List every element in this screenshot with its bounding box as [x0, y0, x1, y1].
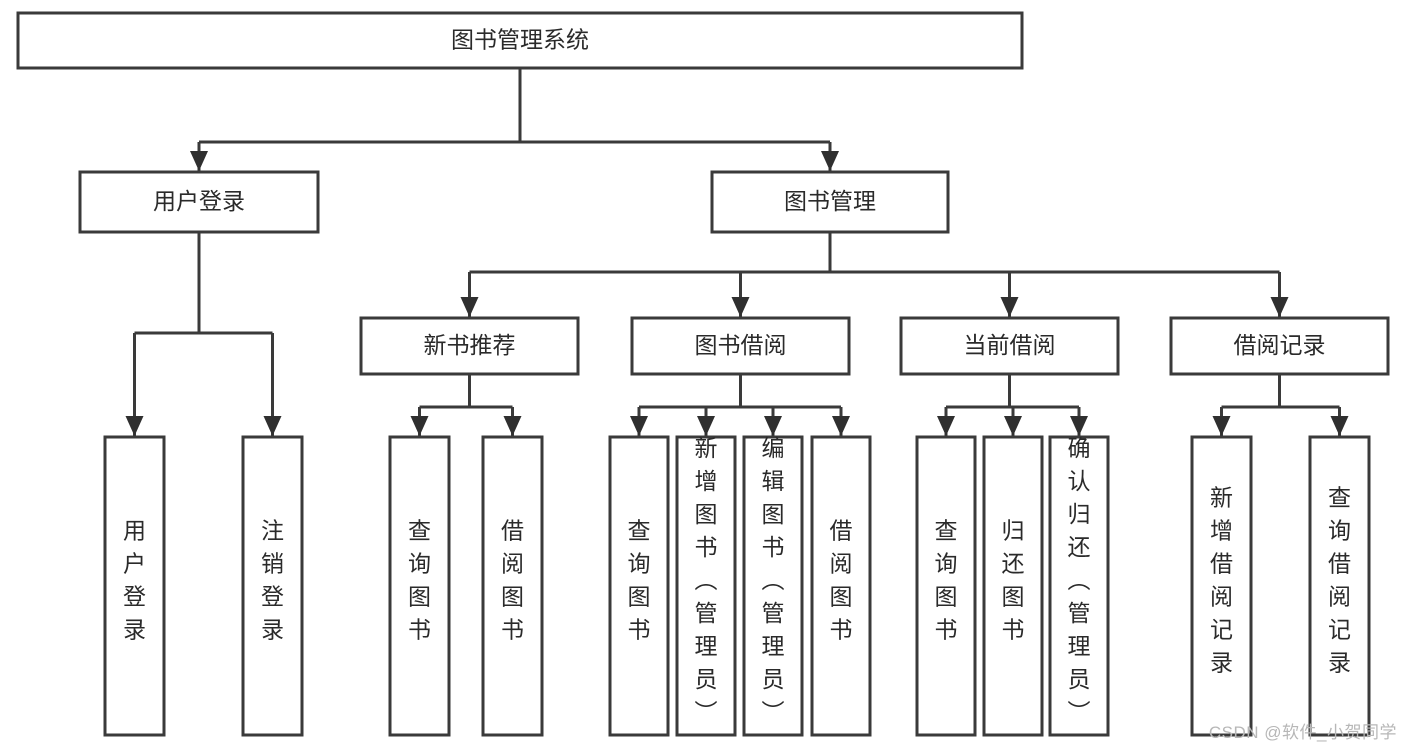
node-leaf-6[interactable]: 编辑图书︵管理员︶ — [742, 435, 804, 737]
node-leaf-11-label: 新增借阅记录 — [1210, 485, 1233, 676]
node-l2-1-rect[interactable] — [710, 170, 950, 234]
node-l3-3[interactable]: 借阅记录 — [1169, 316, 1390, 376]
arrow-head-icon — [764, 416, 782, 436]
node-leaf-10-rect[interactable] — [1048, 435, 1110, 737]
node-boxes: 图书管理系统用户登录图书管理新书推荐图书借阅当前借阅借阅记录用户登录注销登录查询… — [16, 11, 1390, 737]
node-leaf-12-label: 查询借阅记录 — [1328, 485, 1351, 676]
node-leaf-3-rect[interactable] — [481, 435, 544, 737]
node-leaf-2-label: 查询图书 — [408, 518, 431, 643]
arrow-head-icon — [190, 151, 208, 171]
arrow-head-icon — [731, 297, 750, 317]
arrow-head-icon — [832, 416, 850, 436]
arrow-head-icon — [125, 416, 144, 436]
node-l3-1-rect[interactable] — [630, 316, 851, 376]
node-leaf-6-label: 编辑图书︵管理员︶ — [762, 435, 785, 725]
arrow-head-icon — [1270, 297, 1289, 317]
node-leaf-12-rect[interactable] — [1308, 435, 1371, 737]
node-leaf-0[interactable]: 用户登录 — [103, 435, 166, 737]
arrow-head-icon — [937, 416, 955, 436]
node-leaf-10-label: 确认归还︵管理员︶ — [1068, 435, 1091, 725]
node-leaf-12[interactable]: 查询借阅记录 — [1308, 435, 1371, 737]
arrow-head-icon — [1000, 297, 1019, 317]
node-leaf-5-label: 新增图书︵管理员︶ — [695, 435, 718, 725]
node-leaf-9-label: 归还图书 — [1002, 518, 1025, 643]
node-l2-0-rect[interactable] — [78, 170, 320, 234]
arrow-head-icon — [1070, 416, 1088, 436]
arrow-head-icon — [410, 416, 429, 436]
node-l3-2[interactable]: 当前借阅 — [899, 316, 1120, 376]
node-l3-0[interactable]: 新书推荐 — [359, 316, 580, 376]
node-leaf-5[interactable]: 新增图书︵管理员︶ — [675, 435, 737, 737]
node-root-label: 图书管理系统 — [451, 27, 589, 53]
arrow-head-icon — [821, 151, 839, 171]
node-l3-1-label: 图书借阅 — [695, 332, 787, 358]
node-leaf-9-rect[interactable] — [982, 435, 1044, 737]
node-l3-0-rect[interactable] — [359, 316, 580, 376]
node-leaf-7-rect[interactable] — [810, 435, 872, 737]
node-l3-2-label: 当前借阅 — [964, 332, 1056, 358]
node-leaf-3[interactable]: 借阅图书 — [481, 435, 544, 737]
node-l2-0[interactable]: 用户登录 — [78, 170, 320, 234]
node-leaf-4-rect[interactable] — [608, 435, 670, 737]
node-l2-1-label: 图书管理 — [784, 188, 876, 214]
arrow-head-icon — [1004, 416, 1022, 436]
node-leaf-1[interactable]: 注销登录 — [241, 435, 304, 737]
node-leaf-2[interactable]: 查询图书 — [388, 435, 451, 737]
node-leaf-8-rect[interactable] — [915, 435, 977, 737]
node-leaf-6-rect[interactable] — [742, 435, 804, 737]
node-leaf-9[interactable]: 归还图书 — [982, 435, 1044, 737]
node-leaf-2-rect[interactable] — [388, 435, 451, 737]
node-leaf-8-label: 查询图书 — [935, 518, 958, 643]
arrow-head-icon — [1212, 416, 1231, 436]
node-leaf-4-label: 查询图书 — [628, 518, 651, 643]
node-l3-3-rect[interactable] — [1169, 316, 1390, 376]
node-root[interactable]: 图书管理系统 — [16, 11, 1024, 70]
node-l3-1[interactable]: 图书借阅 — [630, 316, 851, 376]
node-root-rect[interactable] — [16, 11, 1024, 70]
node-leaf-7[interactable]: 借阅图书 — [810, 435, 872, 737]
arrow-head-icon — [1330, 416, 1349, 436]
node-l2-1[interactable]: 图书管理 — [710, 170, 950, 234]
arrow-head-icon — [460, 297, 479, 317]
arrow-head-icon — [630, 416, 648, 436]
node-leaf-3-label: 借阅图书 — [501, 518, 524, 643]
arrow-head-icon — [263, 416, 282, 436]
node-l3-0-label: 新书推荐 — [424, 332, 516, 358]
node-leaf-4[interactable]: 查询图书 — [608, 435, 670, 737]
node-leaf-11-rect[interactable] — [1190, 435, 1253, 737]
node-leaf-0-label: 用户登录 — [123, 518, 146, 643]
node-leaf-11[interactable]: 新增借阅记录 — [1190, 435, 1253, 737]
node-leaf-1-label: 注销登录 — [261, 518, 284, 643]
node-l3-3-label: 借阅记录 — [1234, 332, 1326, 358]
node-l2-0-label: 用户登录 — [153, 188, 245, 214]
node-leaf-5-rect[interactable] — [675, 435, 737, 737]
node-leaf-7-label: 借阅图书 — [830, 518, 853, 643]
connector-lines — [125, 68, 1349, 436]
node-leaf-1-rect[interactable] — [241, 435, 304, 737]
node-leaf-0-rect[interactable] — [103, 435, 166, 737]
arrow-head-icon — [697, 416, 715, 436]
node-leaf-10[interactable]: 确认归还︵管理员︶ — [1048, 435, 1110, 737]
arrow-head-icon — [503, 416, 522, 436]
node-leaf-8[interactable]: 查询图书 — [915, 435, 977, 737]
node-l3-2-rect[interactable] — [899, 316, 1120, 376]
